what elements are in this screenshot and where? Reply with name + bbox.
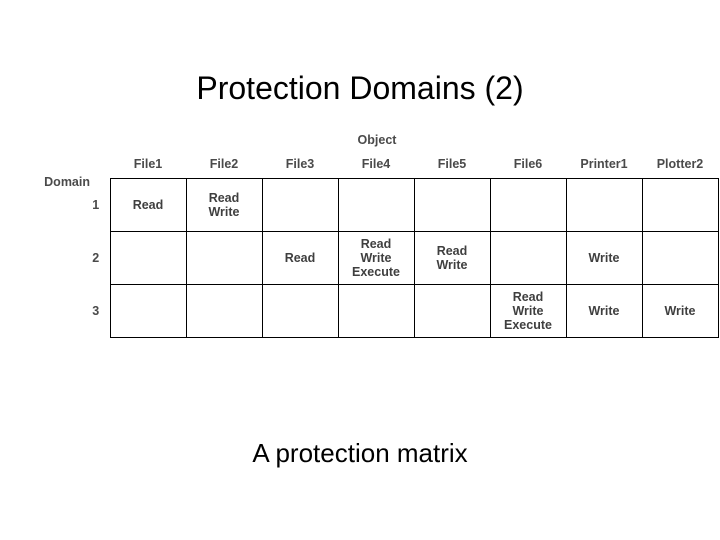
matrix-cell: Write xyxy=(641,284,719,338)
matrix-cell xyxy=(641,231,719,285)
matrix-cell: Read xyxy=(261,231,339,285)
column-header: File2 xyxy=(209,157,239,171)
matrix-cell-right: Execute xyxy=(504,318,552,332)
matrix-cell-right: Read xyxy=(284,251,316,265)
matrix-cell xyxy=(337,284,415,338)
matrix-cell xyxy=(109,284,187,338)
matrix-cell-right: Write xyxy=(588,304,620,318)
object-axis-label: Object xyxy=(357,133,397,147)
column-header: File3 xyxy=(285,157,315,171)
matrix-cell-right: Write xyxy=(208,205,240,219)
matrix-cell: Write xyxy=(565,231,643,285)
matrix-cell xyxy=(641,178,719,232)
matrix-cell xyxy=(565,178,643,232)
matrix-cell-right: Read xyxy=(360,237,392,251)
table-header-row: File1 File2 File3 File4 File5 File6 Prin… xyxy=(88,153,718,179)
page-title: Protection Domains (2) xyxy=(196,70,524,107)
column-header: File5 xyxy=(437,157,467,171)
row-header: 1 xyxy=(92,198,100,212)
matrix-cell-right: Read xyxy=(436,244,468,258)
matrix-cell-right: Write xyxy=(664,304,696,318)
matrix-cell xyxy=(413,178,491,232)
corner-cell xyxy=(88,153,110,179)
matrix-cell xyxy=(337,178,415,232)
domain-axis-label: Domain xyxy=(44,175,90,189)
row-header: 3 xyxy=(92,304,100,318)
matrix-cell xyxy=(109,231,187,285)
column-header: File4 xyxy=(361,157,391,171)
matrix-cell-right: Execute xyxy=(352,265,400,279)
matrix-cell: Read xyxy=(109,178,187,232)
column-header: File1 xyxy=(133,157,163,171)
row-header: 2 xyxy=(92,251,100,265)
matrix-cell-right: Read xyxy=(208,191,240,205)
matrix-cell-right: Write xyxy=(588,251,620,265)
matrix-cell-right: Write xyxy=(436,258,468,272)
protection-matrix-table: File1 File2 File3 File4 File5 File6 Prin… xyxy=(88,153,719,338)
matrix-cell-right: Write xyxy=(512,304,544,318)
matrix-cell xyxy=(413,284,491,338)
matrix-cell xyxy=(489,231,567,285)
slide-caption: A protection matrix xyxy=(252,438,468,468)
matrix-cell xyxy=(185,231,263,285)
column-header: Plotter2 xyxy=(656,157,704,171)
matrix-cell-right: Read xyxy=(132,198,164,212)
matrix-cell-right: Write xyxy=(360,251,392,265)
matrix-cell xyxy=(261,178,339,232)
matrix-cell xyxy=(261,284,339,338)
matrix-cell xyxy=(489,178,567,232)
matrix-cell: Write xyxy=(565,284,643,338)
matrix-cell-right: Read xyxy=(512,290,544,304)
matrix-cell xyxy=(185,284,263,338)
column-header: Printer1 xyxy=(580,157,628,171)
column-header: File6 xyxy=(513,157,543,171)
